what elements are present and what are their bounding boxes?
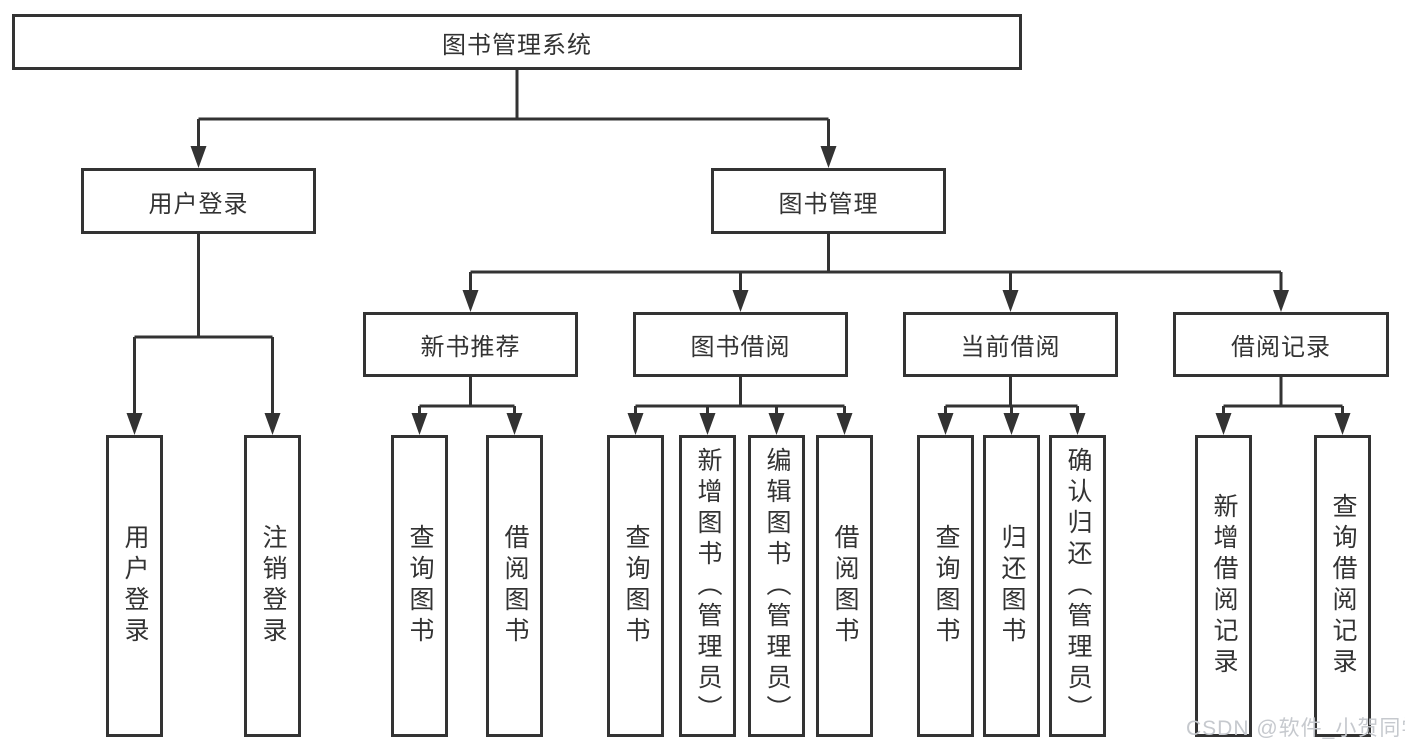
node-label: 新增借阅记录 [1210, 493, 1238, 679]
node-label: 编辑图书（管理员） [763, 446, 791, 726]
node-label: 图书管理 [778, 190, 879, 218]
node-new-book-recommendation: 新书推荐 [363, 312, 578, 377]
node-return-books: 归还图书 [983, 435, 1040, 737]
node-label: 注销登录 [259, 524, 287, 648]
node-query-borrow-record: 查询借阅记录 [1314, 435, 1371, 737]
node-query-books-current: 查询图书 [917, 435, 974, 737]
node-query-books-borrowing: 查询图书 [607, 435, 664, 737]
node-label: 查询图书 [406, 524, 434, 648]
node-query-books-newrec: 查询图书 [391, 435, 448, 737]
node-label: 当前借阅 [960, 334, 1061, 361]
node-label: 图书管理系统 [442, 31, 592, 59]
node-borrowing-records: 借阅记录 [1173, 312, 1389, 377]
node-label: 新书推荐 [420, 334, 521, 361]
node-edit-book-admin: 编辑图书（管理员） [748, 435, 805, 737]
node-label: 用户登录 [148, 190, 249, 218]
node-add-book-admin: 新增图书（管理员） [679, 435, 736, 737]
node-label: 归还图书 [998, 524, 1026, 648]
node-label: 查询图书 [932, 524, 960, 648]
arrowheads [126, 146, 1351, 435]
node-book-borrowing: 图书借阅 [633, 312, 848, 377]
node-label: 新增图书（管理员） [694, 446, 722, 726]
node-borrow-books: 借阅图书 [816, 435, 873, 737]
node-add-borrow-record: 新增借阅记录 [1195, 435, 1252, 737]
node-label: 查询借阅记录 [1329, 493, 1357, 679]
node-label: 借阅图书 [831, 524, 859, 648]
node-current-borrowing: 当前借阅 [903, 312, 1118, 377]
node-label: 查询图书 [622, 524, 650, 648]
node-logout: 注销登录 [244, 435, 301, 737]
node-label: 借阅记录 [1231, 334, 1331, 361]
node-user-login: 用户登录 [106, 435, 163, 737]
node-borrow-books-newrec: 借阅图书 [486, 435, 543, 737]
node-label: 确认归还（管理员） [1064, 446, 1092, 726]
node-label: 图书借阅 [690, 334, 791, 361]
node-book-management-module: 图书管理 [711, 168, 946, 234]
node-label: 借阅图书 [501, 524, 529, 648]
node-user-login-module: 用户登录 [81, 168, 316, 234]
connector-paths [133, 70, 1344, 415]
node-label: 用户登录 [121, 524, 149, 648]
csdn-watermark: CSDN @软件_小贺同学 [1186, 717, 1405, 740]
node-library-management-system: 图书管理系统 [12, 14, 1022, 70]
node-confirm-return-admin: 确认归还（管理员） [1049, 435, 1106, 737]
